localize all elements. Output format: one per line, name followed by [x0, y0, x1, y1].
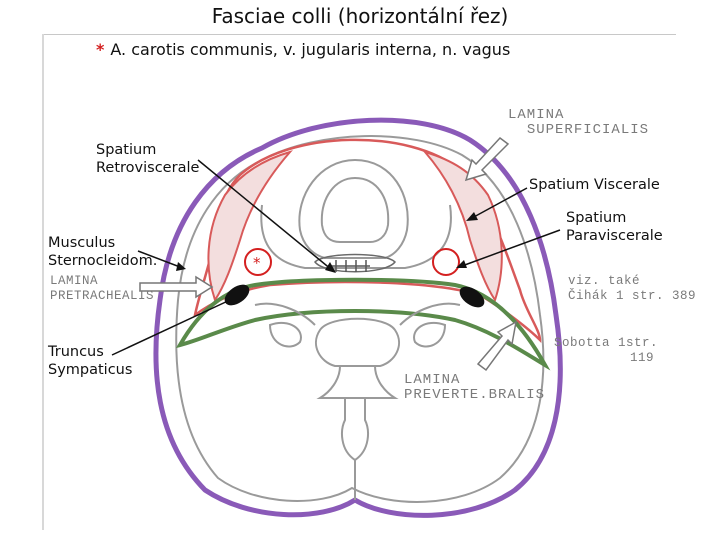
- label-spatium-viscerale: Spatium Viscerale: [529, 177, 660, 193]
- retrovisceral-stitches: [330, 260, 370, 272]
- carotid-sheath-left: [244, 248, 272, 276]
- larynx-lumen: [320, 176, 390, 243]
- truncus-sympaticus-left: [224, 284, 250, 306]
- frame-divider-left: [42, 34, 44, 530]
- reference-note-sobotta: Sobotta 1str. 119: [554, 336, 659, 365]
- leader-retroviscerale-arrow: [325, 262, 336, 273]
- label-lamina-superficialis: LAMINA SUPERFICIALIS: [508, 107, 650, 138]
- vessel-marker: *: [253, 254, 261, 272]
- caption-text: A. carotis communis, v. jugularis intern…: [110, 40, 511, 59]
- leader-viscerale: [471, 187, 528, 219]
- oesophagus: [314, 253, 396, 273]
- reference-note: viz. také Čihák 1 str. 389: [568, 274, 697, 303]
- lamina-prevertebralis-outline: [175, 277, 551, 371]
- leader-musculus-arrow: [176, 262, 186, 271]
- arrow-lamina-prevertebralis: [476, 320, 518, 372]
- sternocleidomastoid-right: [421, 150, 503, 303]
- frame-divider-top: [42, 34, 676, 35]
- sternocleidomastoid-left: [207, 150, 293, 303]
- truncus-sympaticus-right: [459, 286, 485, 308]
- caption-marker: *: [96, 40, 105, 59]
- leader-paraviscerale-arrow: [456, 260, 467, 268]
- label-spatium-paraviscerale: Spatium Paraviscerale: [566, 210, 663, 244]
- leader-musculus: [137, 250, 181, 268]
- leader-viscerale-arrow: [466, 212, 478, 221]
- label-spatium-retroviscerale: Spatium Retroviscerale: [96, 142, 200, 176]
- lamina-superficialis-outline: [153, 117, 563, 518]
- leader-paraviscerale: [461, 229, 561, 267]
- vertebral-body: [315, 317, 400, 367]
- arrow-lamina-superficialis: [464, 136, 510, 182]
- label-truncus-sympaticus: Truncus Sympaticus: [48, 344, 133, 378]
- page-title: Fasciae colli (horizontální řez): [211, 4, 509, 28]
- vertebral-arch: [254, 302, 461, 462]
- caption: * A. carotis communis, v. jugularis inter…: [96, 40, 510, 59]
- leader-truncus: [111, 299, 231, 356]
- label-lamina-prevertebralis: LAMINA PREVERTE.BRALIS: [404, 372, 546, 403]
- leader-retroviscerale: [197, 159, 333, 271]
- neck-inner-outline: [175, 135, 545, 503]
- label-lamina-pretrachealis: LAMINA PRETRACHEALIS: [50, 274, 155, 303]
- carotid-sheath-right: [432, 248, 460, 276]
- arrow-lamina-pretrachealis: [139, 275, 214, 299]
- thyroid-wall: [260, 204, 452, 269]
- larynx-outer: [298, 158, 409, 259]
- label-musculus-sternocleidom: Musculus Sternocleidom.: [48, 235, 158, 269]
